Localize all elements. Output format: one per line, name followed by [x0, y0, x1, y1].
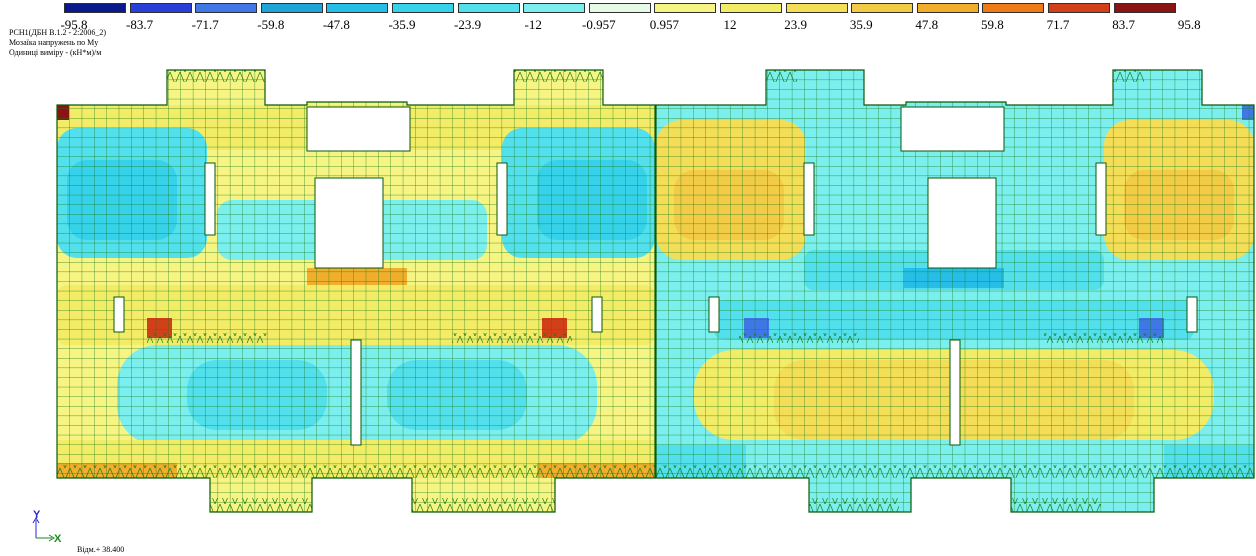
edge-triangle-strip — [210, 498, 312, 512]
slab-opening — [591, 296, 603, 333]
legend-tick-label: -83.7 — [126, 17, 154, 32]
edge-triangle-strip — [656, 465, 1254, 478]
edge-triangle-strip — [756, 498, 899, 512]
legend-swatch — [457, 3, 520, 13]
legend-swatch — [720, 3, 782, 13]
legend-tick-label: -23.9 — [454, 17, 482, 32]
legend-tick-label: -71.7 — [191, 17, 219, 32]
slab-opening — [314, 177, 384, 269]
load-combination-label: РСН1(ДБН В.1.2 - 2:2006_2) — [9, 28, 107, 37]
legend-swatch — [260, 3, 323, 13]
edge-triangle-strip — [452, 333, 572, 343]
legend-tick-label: 95.8 — [1177, 17, 1201, 32]
legend-tick-label: 71.7 — [1046, 17, 1070, 32]
edge-triangle-strip — [739, 333, 859, 343]
legend-tick-label: -35.9 — [388, 17, 416, 32]
result-type-label: Мозаїка напружень по My — [9, 38, 99, 47]
legend-swatch — [982, 3, 1045, 13]
legend-swatch — [523, 3, 586, 13]
slab-outline — [56, 69, 656, 513]
slab-opening — [927, 177, 997, 269]
legend-swatch — [588, 3, 651, 13]
legend-tick-label: -47.8 — [322, 17, 350, 32]
slab-opening — [204, 162, 216, 236]
legend-tick-label: 35.9 — [849, 17, 873, 32]
legend-tick-label: 23.9 — [784, 17, 807, 32]
slab-opening — [1095, 162, 1107, 236]
legend-swatch — [851, 3, 914, 13]
slab-outline — [655, 69, 1255, 513]
legend-tick-label: -0.957 — [582, 17, 616, 32]
slab-opening — [113, 296, 125, 333]
edge-triangle-strip — [514, 70, 603, 82]
edge-triangle-strip — [412, 498, 555, 512]
edge-triangle-strip — [999, 498, 1101, 512]
edge-triangle-strip — [708, 70, 797, 82]
slab-opening — [350, 339, 362, 446]
legend-tick-label: 83.7 — [1112, 17, 1135, 32]
elevation-label: Відм.+ 38.400 — [77, 545, 125, 554]
right-slab-section — [655, 69, 1255, 513]
edge-triangle-strip — [167, 70, 265, 82]
legend-tick-label: 59.8 — [981, 17, 1004, 32]
result-info: РСН1(ДБН В.1.2 - 2:2006_2) Мозаїка напру… — [9, 28, 106, 58]
legend-swatch — [195, 3, 258, 13]
x-axis-label: X — [54, 533, 62, 545]
slab-opening — [803, 162, 815, 236]
slab-opening — [949, 339, 961, 446]
y-axis-label: Y — [33, 509, 41, 521]
legend-swatch — [654, 3, 717, 13]
legend-swatch — [64, 3, 126, 13]
legend-swatch — [916, 3, 979, 13]
legend-swatch — [1113, 3, 1176, 13]
coordinate-axes: Y X — [32, 509, 62, 545]
legend-tick-label: -59.8 — [257, 17, 285, 32]
legend-tick-label: 12 — [723, 17, 737, 32]
legend-tick-label: 47.8 — [915, 17, 939, 32]
edge-triangle-strip — [147, 333, 267, 343]
legend-tick-label: -12 — [524, 17, 542, 32]
legend-tick-label: -95.8 — [60, 17, 88, 32]
legend-swatch — [785, 3, 848, 13]
x-axis-arrow-icon — [48, 534, 55, 542]
edge-triangle-strip — [1044, 333, 1164, 343]
legend-swatch — [1048, 3, 1110, 13]
y-axis-arrow-icon — [32, 517, 40, 524]
edge-triangle-strip — [1046, 70, 1144, 82]
slab-opening — [306, 106, 411, 152]
edge-triangle-strip — [57, 465, 655, 478]
slab-opening — [900, 106, 1005, 152]
slab-opening — [496, 162, 508, 236]
legend-swatch — [129, 3, 192, 13]
slab-opening — [708, 296, 720, 333]
legend-swatch — [326, 3, 389, 13]
color-legend: -95.8 -83.7 -71.7 -59.8 -47.8 -35.9 -23.9 -12 -0… — [60, 3, 1256, 35]
legend-swatch — [392, 3, 454, 13]
units-label: Одиниці виміру - (кН*м)/м — [9, 48, 102, 57]
legend-tick-label: 0.957 — [649, 17, 680, 32]
left-slab-section — [56, 69, 656, 513]
slab-opening — [1186, 296, 1198, 333]
